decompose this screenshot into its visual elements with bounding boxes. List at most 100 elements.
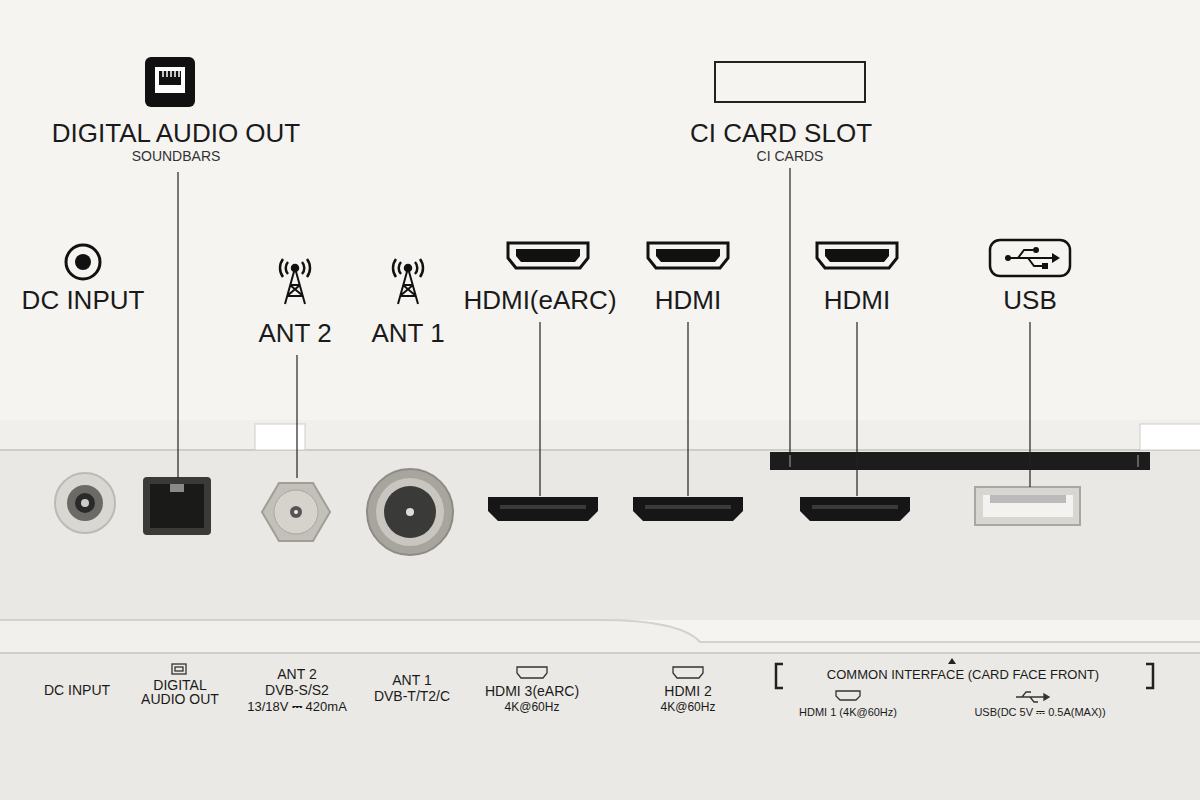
usb-icon <box>1005 255 1011 261</box>
background <box>0 449 1200 451</box>
antenna-icon <box>280 259 423 304</box>
panel-print-icon <box>1016 692 1044 702</box>
background <box>0 420 1200 450</box>
optical-port <box>143 477 211 535</box>
dc-input-port <box>55 473 115 533</box>
panel-print: 4K@60Hz <box>505 700 560 714</box>
panel-print-icon <box>175 667 183 671</box>
panel-print: COMMON INTERFACE (CARD FACE FRONT) <box>827 667 1099 683</box>
background <box>0 620 1200 652</box>
hdmi-icon <box>508 243 897 268</box>
ci-slot <box>770 452 1150 470</box>
dc-input-port <box>81 499 89 507</box>
port-name: ANT 1 <box>371 318 444 349</box>
f-connector <box>290 506 302 518</box>
hdmi-port <box>645 505 731 509</box>
usb-icon <box>1033 247 1039 253</box>
iec-connector <box>367 469 453 555</box>
iec-connector <box>406 508 414 516</box>
dc-icon <box>75 254 91 270</box>
optical-port <box>143 477 211 535</box>
antenna-icon <box>285 268 305 304</box>
f-connector <box>262 483 330 541</box>
antenna-icon <box>398 268 418 304</box>
leader-line <box>789 168 790 452</box>
hdmi-icon <box>516 249 580 262</box>
dc-input-port <box>67 485 103 521</box>
port-name: HDMI(eARC) <box>463 285 616 316</box>
ci-card-icon <box>715 62 865 102</box>
card-direction-marker <box>948 658 956 664</box>
bracket <box>776 664 783 688</box>
panel-print: USB(DC 5V ⎓ 0.5A(MAX)) <box>974 706 1105 719</box>
panel-print-icon <box>836 691 860 700</box>
bracket <box>1146 664 1153 688</box>
hdmi-port <box>800 497 910 521</box>
hdmi-icon <box>508 243 588 268</box>
usb-port <box>983 495 1073 517</box>
dc-input-port <box>75 493 95 513</box>
optical-port <box>150 484 204 528</box>
optical-port <box>170 484 184 492</box>
panel-print: HDMI 2 <box>664 683 711 700</box>
usb-icon <box>1042 263 1048 269</box>
hdmi-icon <box>825 249 889 262</box>
panel-print: 4K@60Hz <box>661 700 716 714</box>
ci-slot <box>770 452 1150 470</box>
panel-print: HDMI 3(eARC) <box>485 683 579 700</box>
leader-line <box>687 322 688 496</box>
dc-icon <box>66 245 100 279</box>
bracket <box>776 664 1153 688</box>
usb-icon <box>990 240 1070 276</box>
usb-port <box>990 495 1066 503</box>
panel-print: DIGITAL AUDIO OUT <box>130 678 230 706</box>
ci-card-icon <box>715 62 865 102</box>
optical-icon <box>155 67 185 93</box>
leader-line <box>296 355 297 478</box>
callout-title: DIGITAL AUDIO OUT <box>52 118 300 149</box>
antenna-icon <box>280 259 310 277</box>
iec-connector <box>367 469 453 555</box>
leader-line <box>539 322 540 496</box>
optical-icon <box>159 71 181 85</box>
port-name: HDMI <box>824 285 890 316</box>
leader-line <box>1029 322 1030 487</box>
usb-icon <box>1052 253 1060 263</box>
panel-clip <box>255 424 1200 450</box>
leader-line <box>856 322 857 496</box>
card-direction-marker <box>948 658 956 664</box>
callout-subtitle: CI CARDS <box>757 148 824 165</box>
ci-slot <box>789 455 791 467</box>
panel-print-icon <box>1044 694 1049 700</box>
usb-port <box>975 487 1080 525</box>
panel-print-icon <box>673 667 703 678</box>
optical-icon <box>163 71 179 77</box>
panel-print: 13/18V ⎓ 420mA <box>247 699 347 715</box>
panel-print: DVB-T/T2/C <box>374 688 450 705</box>
hdmi-port <box>812 505 898 509</box>
background <box>0 450 1200 620</box>
antenna-icon <box>405 265 411 271</box>
background <box>0 620 1200 642</box>
dc-icon <box>66 245 100 279</box>
f-connector <box>262 483 330 541</box>
antenna-icon <box>393 259 423 277</box>
panel-print: ANT 2 <box>277 666 316 683</box>
f-connector <box>274 490 318 534</box>
dc-input-port <box>55 473 115 533</box>
panel-print: HDMI 1 (4K@60Hz) <box>799 706 897 719</box>
background <box>0 652 1200 800</box>
hdmi-port <box>488 497 910 521</box>
panel-print: DC INPUT <box>44 682 110 699</box>
f-connector <box>294 510 298 514</box>
hdmi-icon <box>656 249 720 262</box>
panel-clip <box>1140 424 1200 450</box>
iec-connector <box>376 478 444 546</box>
port-name: ANT 2 <box>258 318 331 349</box>
leader-line <box>178 168 1030 496</box>
port-name: HDMI <box>655 285 721 316</box>
hdmi-icon <box>648 243 728 268</box>
